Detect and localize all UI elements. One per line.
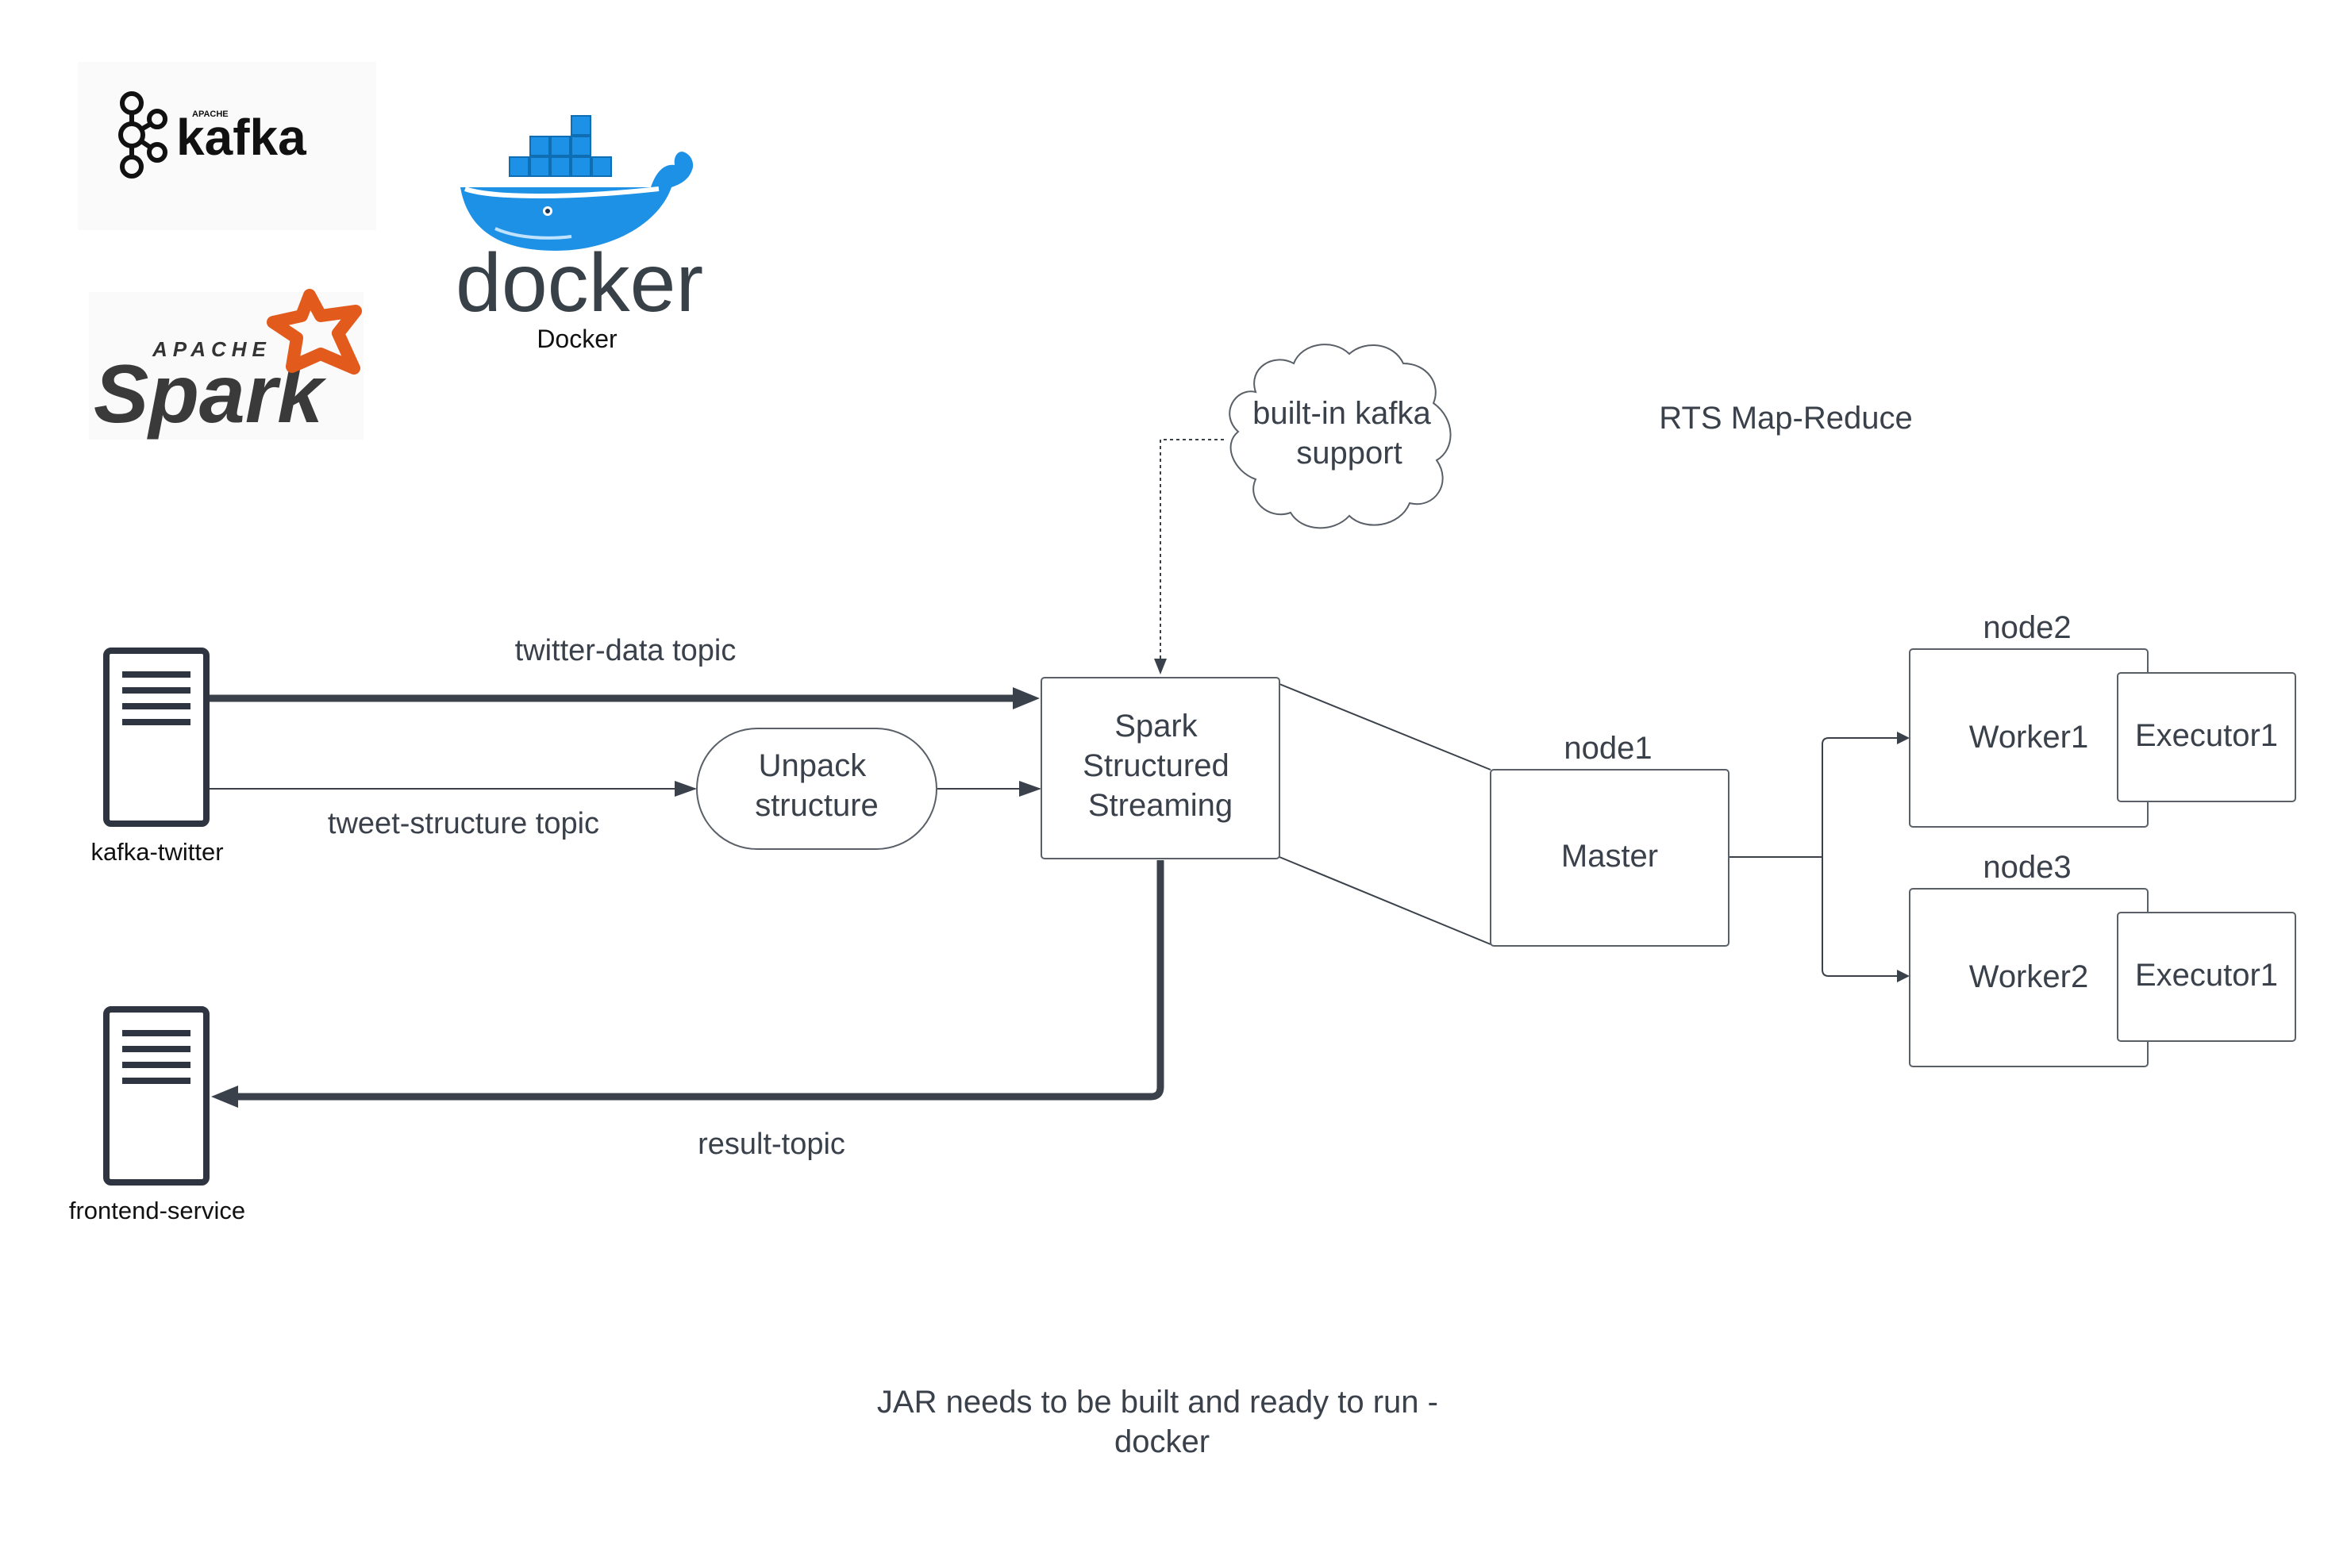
- unpack-label: Unpack structure: [755, 748, 879, 823]
- jar-note: JAR needs to be built and ready to run -…: [877, 1385, 1447, 1459]
- kafka-twitter-label: kafka-twitter: [90, 838, 223, 866]
- diagram-title: RTS Map-Reduce: [1659, 401, 1912, 436]
- kafka-support-cloud: built-in kafka support: [1229, 344, 1452, 529]
- node2-label: node2: [1983, 610, 2071, 645]
- node3-cluster: node3 Worker2 Executor1: [1909, 850, 2296, 1067]
- spark-star-icon: [267, 289, 362, 375]
- unpack-structure-node: Unpack structure: [696, 728, 937, 850]
- frontend-service-label: frontend-service: [69, 1197, 245, 1224]
- worker1-label: Worker1: [1969, 720, 2088, 755]
- server-icon: [122, 1030, 190, 1084]
- spark-master-bottom-line: [1279, 856, 1491, 945]
- twitter-data-arrowhead: [1013, 687, 1040, 709]
- master-box: [1490, 769, 1729, 947]
- spark-streaming-node: Spark Structured Streaming: [1041, 677, 1280, 859]
- executor1-label-b: Executor1: [2135, 958, 2278, 993]
- spark-logo: APACHE Spark: [89, 289, 364, 440]
- master-worker1-edge: [1729, 737, 1902, 858]
- executor1-label-a: Executor1: [2135, 718, 2278, 753]
- kafka-logo-text: kafka: [176, 109, 306, 166]
- kafka-twitter-server: kafka-twitter: [90, 648, 224, 866]
- spark-streaming-label: Spark Structured Streaming: [1083, 709, 1238, 823]
- node1-cluster: node1 Master: [1490, 731, 1729, 947]
- worker1-arrowhead: [1897, 732, 1910, 744]
- master-worker2-edge: [1822, 857, 1902, 977]
- node2-cluster: node2 Worker1 Executor1: [1909, 610, 2296, 828]
- result-edge: [238, 860, 1164, 1101]
- cloud-label: built-in kafka support: [1252, 396, 1440, 471]
- docker-logo: docker Docker: [456, 115, 703, 353]
- node3-label: node3: [1983, 850, 2071, 885]
- spark-master-top-line: [1279, 683, 1491, 771]
- frontend-service-server: frontend-service: [69, 1006, 245, 1224]
- twitter-data-topic-label: twitter-data topic: [515, 634, 737, 667]
- docker-logo-text: docker: [456, 237, 703, 329]
- spark-apache-label: APACHE: [152, 337, 271, 361]
- kafka-logo: APACHE kafka: [78, 62, 376, 230]
- docker-caption: Docker: [537, 325, 618, 353]
- server-icon: [122, 671, 190, 725]
- result-topic-label: result-topic: [698, 1128, 845, 1161]
- kafka-apache-label: APACHE: [192, 110, 229, 119]
- result-arrowhead: [211, 1086, 238, 1108]
- worker2-arrowhead: [1897, 970, 1910, 982]
- kafka-mark-icon: [118, 91, 167, 179]
- executor1-box-b: [2117, 912, 2296, 1042]
- executor1-box-a: [2117, 672, 2296, 802]
- node1-label: node1: [1564, 731, 1652, 766]
- docker-whale-icon: [460, 115, 694, 251]
- cloud-edge-arrowhead: [1154, 659, 1167, 674]
- tweet-structure-topic-label: tweet-structure topic: [328, 807, 599, 840]
- cloud-dotted-edge: [1160, 439, 1224, 671]
- worker2-label: Worker2: [1969, 959, 2088, 994]
- master-label: Master: [1561, 839, 1658, 874]
